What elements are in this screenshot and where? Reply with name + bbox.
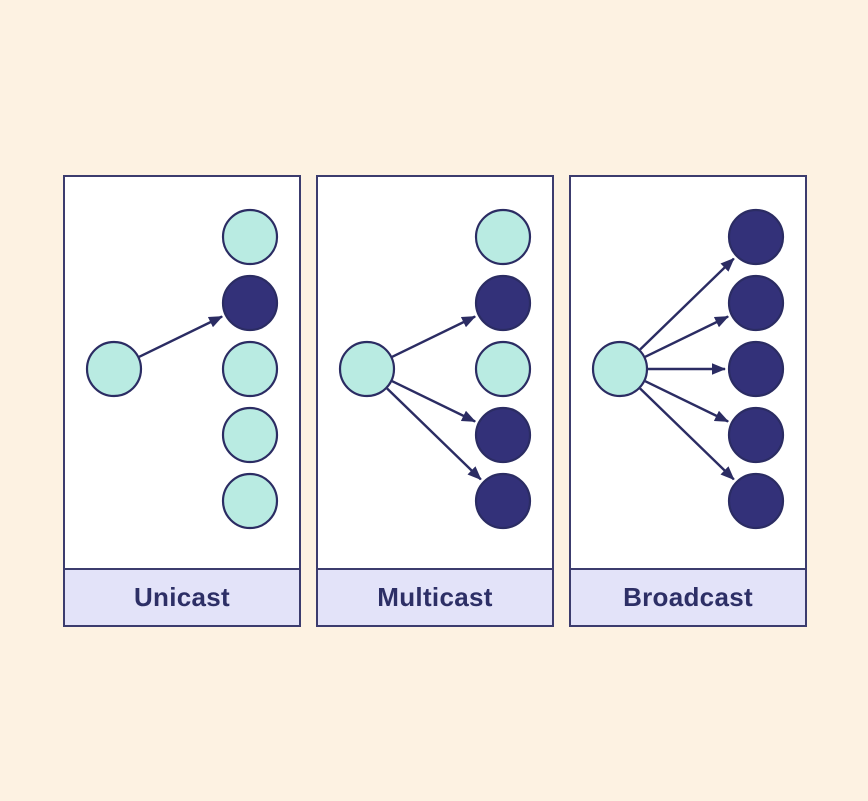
transmission-arrow — [644, 380, 729, 423]
receiver-node-target — [727, 406, 785, 464]
receiver-node-target — [727, 274, 785, 332]
receiver-node-idle — [221, 208, 279, 266]
panel-title-broadcast: Broadcast — [623, 582, 753, 612]
source-node — [85, 340, 143, 398]
transmission-arrow — [639, 387, 735, 481]
receiver-node-target — [221, 274, 279, 332]
receiver-node-target — [474, 406, 532, 464]
panel-title-multicast: Multicast — [377, 582, 493, 612]
panel-label-bar: Multicast — [318, 568, 552, 625]
transmission-arrow — [644, 315, 729, 358]
panel-broadcast: Broadcast — [569, 175, 807, 627]
receiver-node-idle — [221, 472, 279, 530]
unicast-graph-area — [65, 177, 299, 568]
transmission-arrow — [386, 387, 482, 481]
broadcast-graph — [591, 208, 785, 530]
source-node — [591, 340, 649, 398]
panel-unicast: Unicast — [63, 175, 301, 627]
receiver-node-idle — [221, 406, 279, 464]
receiver-node-idle — [474, 208, 532, 266]
source-node — [338, 340, 396, 398]
panel-multicast: Multicast — [316, 175, 554, 627]
receiver-node-idle — [221, 340, 279, 398]
transmission-arrow — [138, 315, 223, 358]
multicast-graph-area — [318, 177, 552, 568]
unicast-graph — [85, 208, 279, 530]
broadcast-graph-area — [571, 177, 805, 568]
transmission-arrow — [391, 315, 476, 358]
panel-label-bar: Unicast — [65, 568, 299, 625]
receiver-node-target — [727, 340, 785, 398]
panel-title-unicast: Unicast — [133, 582, 231, 612]
panel-label-bar: Broadcast — [571, 568, 805, 625]
cast-panels-row: Unicast Multicast Broadcast — [63, 175, 807, 627]
receiver-node-target — [474, 472, 532, 530]
receiver-node-target — [727, 208, 785, 266]
transmission-arrow — [639, 257, 735, 351]
multicast-graph — [338, 208, 532, 530]
receiver-node-target — [474, 274, 532, 332]
transmission-arrow — [391, 380, 476, 423]
receiver-node-idle — [474, 340, 532, 398]
receiver-node-target — [727, 472, 785, 530]
